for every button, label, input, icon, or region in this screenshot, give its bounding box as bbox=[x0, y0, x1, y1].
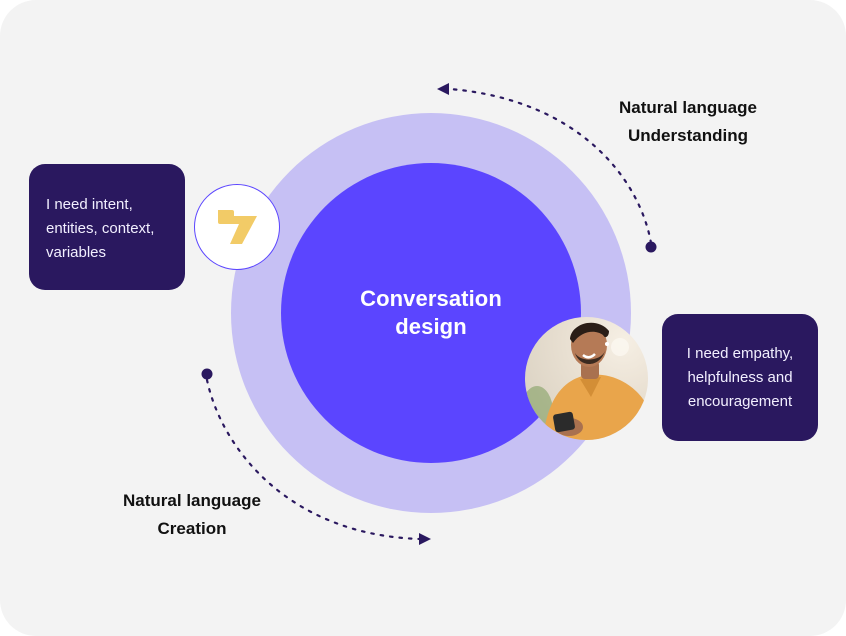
nlu-label: Natural language Understanding bbox=[608, 94, 768, 150]
person-with-phone-icon bbox=[525, 322, 648, 440]
nlc-label-line1: Natural language bbox=[123, 491, 261, 510]
conversation-design-circle: Conversation design bbox=[281, 163, 581, 463]
center-title-line1: Conversation bbox=[360, 286, 502, 311]
nlc-label-line2: Creation bbox=[157, 519, 227, 538]
nlc-label: Natural language Creation bbox=[112, 487, 272, 543]
human-needs-bubble: I need empathy, helpfulness and encourag… bbox=[662, 314, 818, 441]
bot-needs-line: entities, context, bbox=[46, 220, 155, 237]
bot-needs-line: variables bbox=[46, 244, 107, 261]
brand-logo-icon bbox=[218, 210, 257, 244]
bot-needs-line: I need intent, bbox=[46, 196, 133, 213]
nlu-label-line1: Natural language bbox=[619, 98, 757, 117]
human-needs-line: helpfulness and bbox=[687, 369, 793, 386]
human-needs-line: encouragement bbox=[687, 393, 793, 410]
bot-avatar bbox=[194, 184, 280, 270]
center-title-line2: design bbox=[395, 314, 467, 339]
human-avatar-photo bbox=[525, 317, 648, 440]
human-needs-line: I need empathy, bbox=[686, 345, 794, 362]
bot-needs-bubble: I need intent, entities, context, variab… bbox=[29, 164, 185, 290]
nlu-label-line2: Understanding bbox=[628, 126, 748, 145]
